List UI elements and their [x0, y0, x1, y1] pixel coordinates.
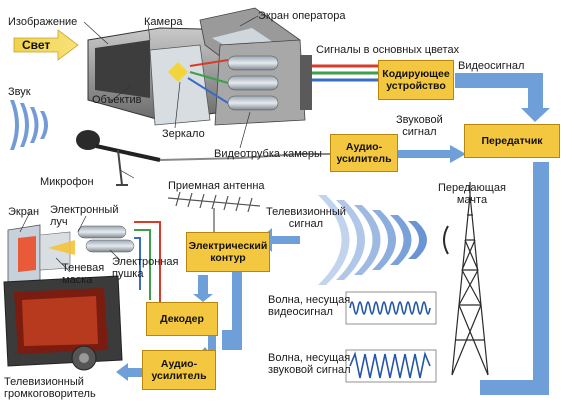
label-shadow-mask: Теневая маска [62, 262, 105, 286]
audio-amplifier-bottom-box: Аудио- усилитель [142, 350, 216, 390]
label-mirror: Зеркало [162, 128, 205, 140]
picture-tube-icon [7, 224, 135, 286]
label-signals: Сигналы в основных цветах [316, 44, 460, 56]
light-arrow [13, 29, 79, 61]
sound-wave-chart [345, 349, 437, 383]
label-microphone: Микрофон [40, 176, 94, 188]
decoder-box: Декодер [146, 302, 218, 336]
camera-icon [87, 7, 312, 126]
sound-waves [10, 100, 48, 150]
label-tv-signal: Телевизионный сигнал [266, 206, 346, 230]
label-video-wave: Волна, несущая видеосигнал [268, 294, 351, 318]
label-screen: Экран [8, 206, 40, 218]
tv-icon [3, 275, 123, 367]
transmitter-box: Передатчик [464, 124, 560, 158]
label-sound-wave: Волна, несущая звуковой сигнал [268, 352, 351, 376]
speaker-icon [71, 345, 97, 371]
encoder-box: Кодирующее устройство [378, 60, 454, 100]
label-electron-gun: Электронная пушка [112, 256, 179, 280]
signal-flow-arrows [116, 73, 550, 395]
label-transmitting-mast: Передающая мачта [438, 182, 506, 206]
label-light: Свет [22, 38, 51, 52]
label-electron-beam: Электронный луч [50, 204, 119, 228]
label-sound: Звук [8, 86, 31, 98]
mast-icon [443, 182, 489, 376]
audio-amplifier-top-box: Аудио- усилитель [330, 134, 398, 172]
microphone-icon [76, 130, 330, 186]
label-lens: Объектив [92, 94, 142, 106]
label-receiving-antenna: Приемная антенна [168, 180, 265, 192]
video-wave-chart [345, 291, 437, 325]
label-operator-screen: Экран оператора [258, 10, 346, 22]
leader-lines [19, 15, 259, 273]
label-sound-signal: Звуковой сигнал [396, 114, 443, 138]
label-camera: Камера [144, 16, 183, 28]
label-video-signal: Видеосигнал [458, 60, 525, 72]
label-image: Изображение [8, 16, 78, 28]
antenna-cables [134, 221, 161, 310]
label-camera-tube: Видеотрубка камеры [214, 148, 322, 160]
electric-circuit-box: Электрический контур [186, 232, 270, 272]
label-tv-speaker: Телевизионный громкоговоритель [4, 376, 96, 400]
color-signal-lines [312, 64, 378, 82]
